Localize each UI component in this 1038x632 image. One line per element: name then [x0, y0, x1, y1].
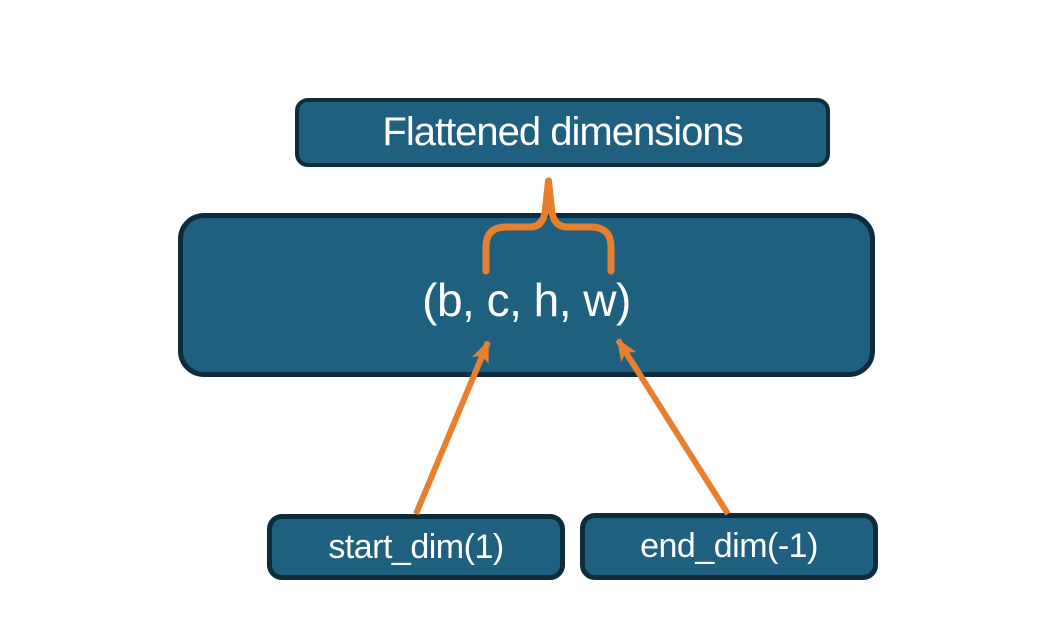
end-dim-label: end_dim(-1) — [640, 527, 818, 565]
start-dim-label: start_dim(1) — [328, 527, 504, 566]
flattened-dimensions-label: Flattened dimensions — [382, 110, 743, 154]
tensor-shape-label: (b, c, h, w) — [422, 274, 631, 326]
end-dim-box: end_dim(-1) — [580, 513, 878, 580]
start-dim-box: start_dim(1) — [267, 514, 565, 580]
tensor-shape-box: (b, c, h, w) — [178, 213, 875, 377]
flattened-dimensions-box: Flattened dimensions — [295, 98, 830, 167]
